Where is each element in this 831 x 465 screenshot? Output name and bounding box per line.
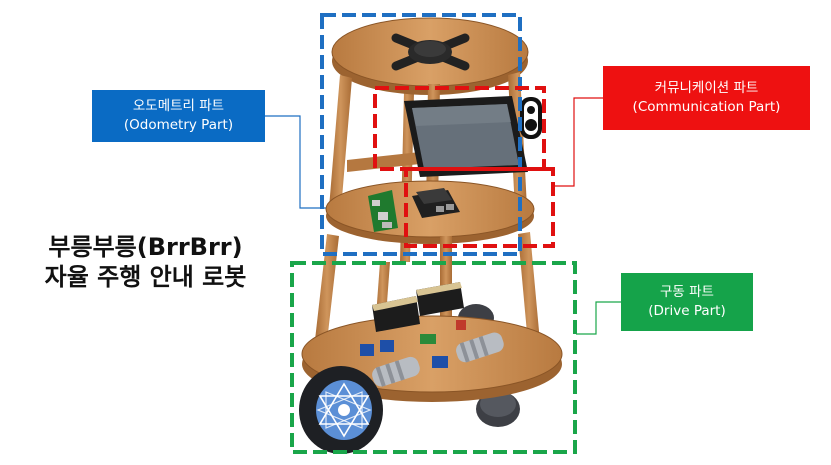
robot-title-line1: 부릉부릉(BrrBrr) [48,233,243,261]
communication-label-ko: 커뮤니케이션 파트 [654,80,759,96]
dc-motors [372,332,504,387]
touch-display [404,96,528,177]
communication-callout: 커뮤니케이션 파트 (Communication Part) [603,66,810,130]
communication-label-en: (Communication Part) [632,99,781,115]
top-shelf [331,17,529,95]
camera-module [520,97,542,139]
robot-title-line2: 자율 주행 안내 로봇 [44,263,247,291]
motor-drivers [360,320,466,368]
drive-wheel [299,366,383,454]
communication-group-box-lower [404,167,555,248]
jetson-board [412,188,460,218]
odometry-callout: 오도메트리 파트 (Odometry Part) [92,90,265,142]
lidar-sensor [391,33,470,71]
robot-title: 부릉부릉(BrrBrr) 자율 주행 안내 로봇 [28,232,263,292]
connector-lines [265,97,621,335]
odometry-connector [265,115,326,209]
communication-group-box [373,86,546,171]
drive-label-ko: 구동 파트 [660,284,714,300]
odometry-label-ko: 오도메트리 파트 [132,98,225,114]
battery-packs [372,282,464,332]
drive-label-en: (Drive Part) [648,303,726,319]
drive-callout: 구동 파트 (Drive Part) [621,273,753,331]
odometry-label-en: (Odometry Part) [123,117,234,133]
communication-connector [553,97,603,187]
drive-connector [576,301,621,335]
raspberry-pi-board [368,190,398,232]
drive-group-box [290,261,577,454]
